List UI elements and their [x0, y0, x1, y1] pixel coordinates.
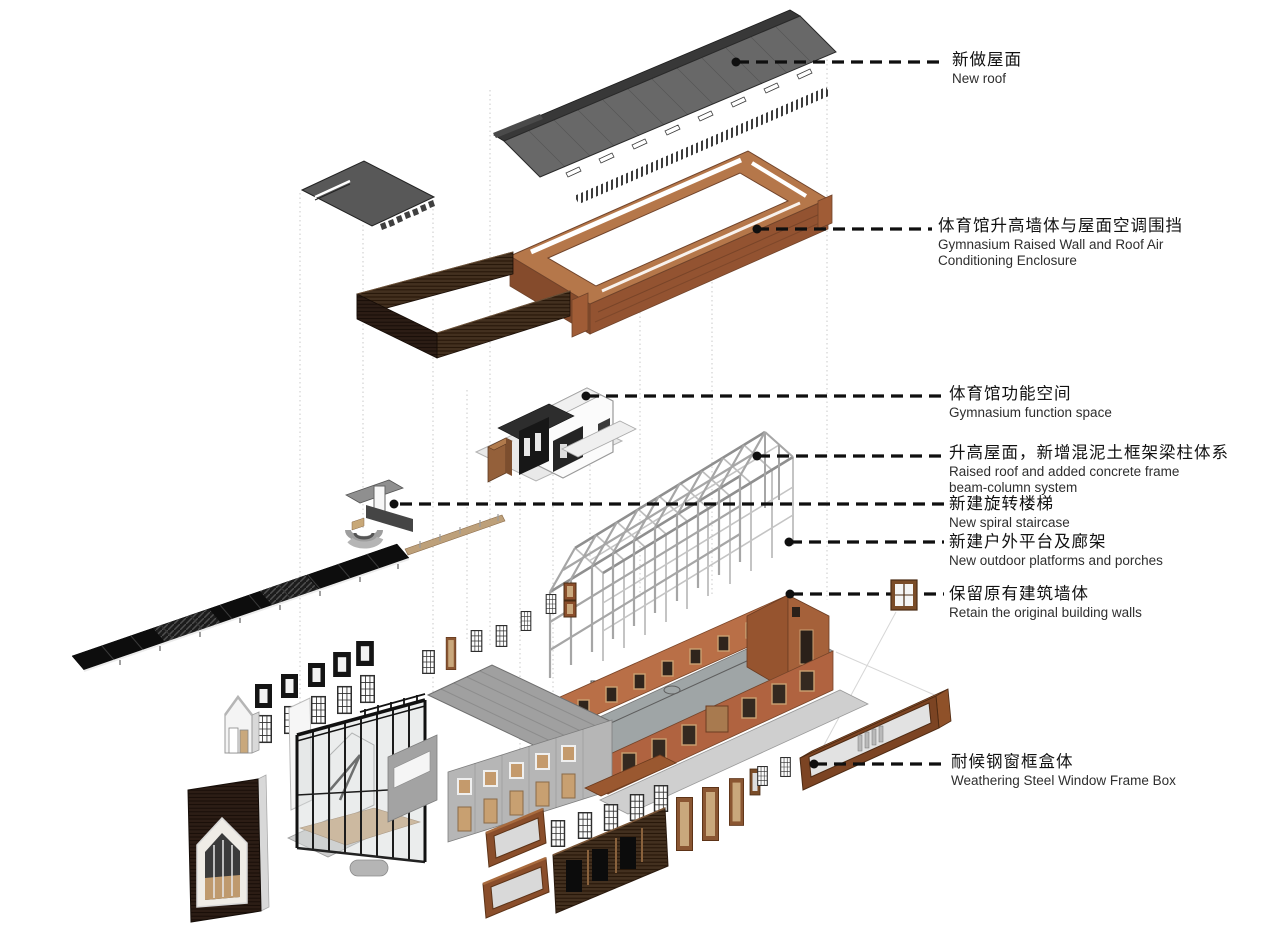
label-spiral-staircase-zh: 新建旋转楼梯	[949, 495, 1054, 513]
label-spiral-staircase-en: New spiral staircase	[949, 515, 1070, 531]
white-dormer	[223, 694, 260, 754]
label-new-roof-zh: 新做屋面	[952, 51, 1022, 69]
label-outdoor-platforms-zh: 新建户外平台及廊架	[949, 533, 1107, 551]
label-gym-raised-wall-en: Gymnasium Raised Wall and Roof Air Condi…	[938, 237, 1164, 268]
weathering-steel-box	[799, 688, 952, 791]
label-steel-window-box-zh: 耐候钢窗框盒体	[951, 753, 1074, 771]
label-new-roof: 新做屋面 New roof	[952, 51, 1022, 87]
corten-long-frame-1	[485, 807, 547, 868]
leader-dots	[389, 57, 819, 769]
new-roof-drawing	[493, 9, 837, 204]
label-retained-walls-zh: 保留原有建筑墙体	[949, 585, 1089, 603]
dark-wall-piece	[552, 807, 669, 914]
corten-long-frame-2	[482, 856, 550, 919]
gym-raised-wall-enclosure	[356, 150, 833, 359]
label-gym-raised-wall-zh: 体育馆升高墙体与屋面空调围挡	[938, 217, 1183, 235]
scattered-windows-left	[223, 594, 557, 754]
label-retained-walls-en: Retain the original building walls	[949, 605, 1142, 621]
label-outdoor-platforms: 新建户外平台及廊架 New outdoor platforms and porc…	[949, 533, 1163, 569]
steel-box-front	[799, 695, 940, 791]
new-roof-plane	[503, 15, 837, 178]
label-gym-raised-wall: 体育馆升高墙体与屋面空调围挡 Gymnasium Raised Wall and…	[938, 217, 1183, 268]
label-retained-walls: 保留原有建筑墙体 Retain the original building wa…	[949, 585, 1142, 621]
label-steel-window-box-en: Weathering Steel Window Frame Box	[951, 773, 1176, 789]
label-raised-roof-frame: 升高屋面，新增混泥土框架梁柱体系 Raised roof and added c…	[949, 444, 1229, 495]
left-roof-panel	[300, 160, 436, 230]
dark-brick-panel	[187, 774, 270, 923]
projection-lines	[815, 611, 947, 761]
roof-hatch-strip	[574, 87, 831, 204]
label-outdoor-platforms-en: New outdoor platforms and porches	[949, 553, 1163, 569]
gray-building-glassbox	[287, 664, 677, 877]
scattered-windows-bottom	[482, 757, 791, 919]
label-new-roof-en: New roof	[952, 71, 1007, 87]
corten-walkway	[584, 754, 677, 797]
corten-window-pair	[563, 582, 577, 618]
label-gym-function-space-en: Gymnasium function space	[949, 405, 1112, 421]
label-gym-function-space: 体育馆功能空间 Gymnasium function space	[949, 385, 1112, 421]
label-spiral-staircase: 新建旋转楼梯 New spiral staircase	[949, 495, 1070, 531]
spiral-stair-walkway	[71, 479, 506, 672]
hanging-window-frame	[890, 579, 918, 611]
label-steel-window-box: 耐候钢窗框盒体 Weathering Steel Window Frame Bo…	[951, 753, 1176, 789]
leader-lines	[400, 60, 946, 766]
concrete-frame-drawing	[548, 430, 794, 678]
gym-function-space-drawing	[474, 387, 637, 483]
label-raised-roof-frame-zh: 升高屋面，新增混泥土框架梁柱体系	[949, 444, 1229, 462]
label-gym-function-space-zh: 体育馆功能空间	[949, 385, 1072, 403]
label-raised-roof-frame-en: Raised roof and added concrete frame bea…	[949, 464, 1180, 495]
